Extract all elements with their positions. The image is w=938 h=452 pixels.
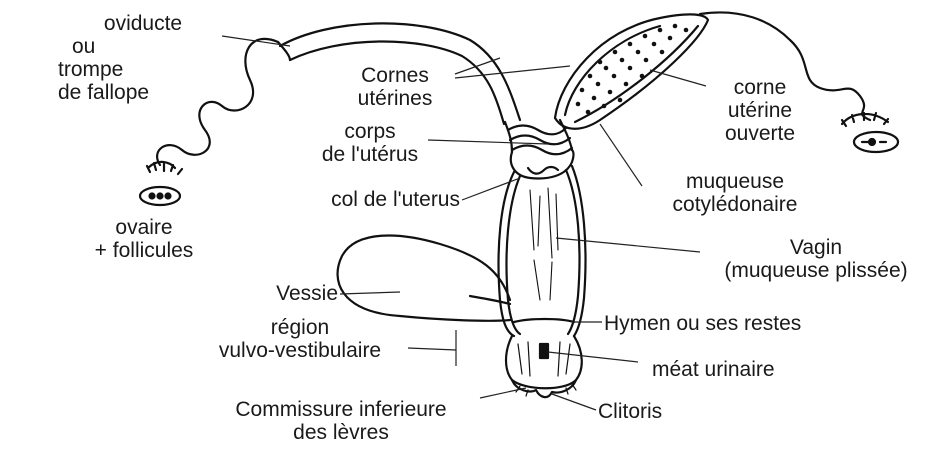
- label-corps: corps de l'utérus: [290, 120, 450, 166]
- hymen-line: [514, 319, 574, 322]
- label-oviducte: oviducte ou trompe de fallope: [58, 12, 228, 104]
- leader-region: [408, 330, 456, 366]
- label-ovaire: ovaire + follicules: [44, 216, 244, 262]
- vaginal-folds: [530, 188, 558, 300]
- label-col: col de l'uterus: [240, 188, 460, 211]
- left-fimbriae: [147, 162, 182, 174]
- leader-vagin: [556, 238, 700, 252]
- leader-meat: [548, 352, 638, 362]
- urinary-meatus: [540, 344, 548, 358]
- label-commissure: Commissure inferieure des lèvres: [186, 398, 496, 444]
- label-muqueuse: muqueuse cotylédonaire: [630, 170, 840, 216]
- leader-oviducte: [222, 36, 290, 46]
- bladder-outline: [338, 235, 510, 320]
- label-cornes: Cornes utérines: [320, 64, 470, 110]
- label-clitoris: Clitoris: [598, 400, 718, 423]
- label-meat: méat urinaire: [652, 358, 852, 381]
- right-fimbriae: [842, 113, 888, 126]
- label-corne-ouverte: corne utérine ouverte: [700, 76, 820, 145]
- leader-corne-ouverte: [650, 70, 706, 86]
- label-hymen: Hymen ou ses restes: [604, 312, 934, 335]
- label-region: région vulvo-vestibulaire: [190, 316, 410, 362]
- label-vagin: Vagin (muqueuse plissée): [698, 236, 934, 282]
- leader-commissure: [480, 388, 526, 398]
- cervix: [511, 150, 574, 178]
- leader-col: [462, 178, 520, 200]
- label-vessie: Vessie: [220, 282, 338, 305]
- leader-clitoris: [552, 394, 596, 410]
- leader-vessie: [340, 292, 400, 294]
